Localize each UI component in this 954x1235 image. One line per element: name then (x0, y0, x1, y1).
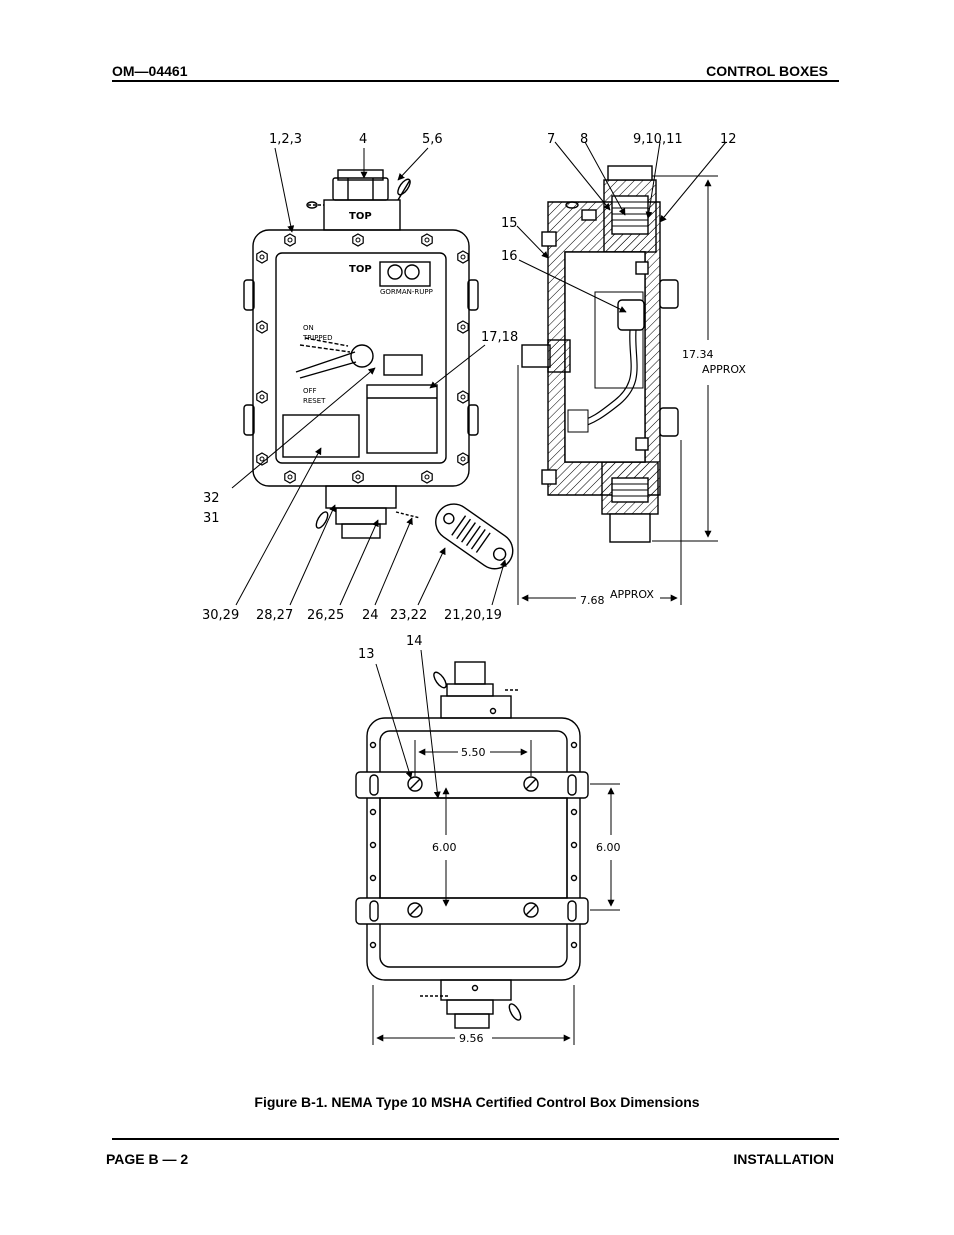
callout-28-27: 28,27 (256, 608, 293, 623)
callout-12: 12 (720, 132, 737, 147)
callout-16: 16 (501, 249, 518, 264)
front-view-leaders (231, 147, 507, 606)
width-dimension-value: 7.68 (580, 594, 605, 607)
callout-4: 4 (359, 132, 367, 147)
callout-32: 32 (203, 491, 220, 506)
figure-caption: Figure B-1. NEMA Type 10 MSHA Certified … (254, 1094, 700, 1110)
callout-31: 31 (203, 511, 220, 526)
callout-1-2-3: 1,2,3 (269, 132, 302, 147)
header-rule (112, 80, 839, 82)
callout-30-29: 30,29 (202, 608, 239, 623)
switch-on-label: ON (303, 324, 314, 332)
footer-rule (112, 1138, 839, 1140)
hub-top-label: TOP (349, 211, 372, 222)
cover-top-label: TOP (349, 264, 372, 275)
callout-7: 7 (547, 132, 555, 147)
side-view-dimensions (516, 141, 727, 605)
section-title: CONTROL BOXES (706, 63, 828, 79)
callout-14: 14 (406, 634, 423, 649)
height-dimension-value: 17.34 (682, 348, 714, 361)
outer-height-dimension: 6.00 (596, 841, 621, 854)
rear-view-dimensions (372, 649, 620, 1045)
width-dimension: 9.56 (459, 1032, 484, 1045)
callout-21-20-19: 21,20,19 (444, 608, 502, 623)
callout-13: 13 (358, 647, 375, 662)
rear-view (355, 661, 589, 1029)
callout-8: 8 (580, 132, 588, 147)
height-dimension-note: APPROX (702, 363, 746, 376)
inner-height-dimension: 6.00 (432, 841, 457, 854)
logo-text: GORMAN-RUPP (380, 288, 433, 296)
bolt-spacing-dimension: 5.50 (461, 746, 486, 759)
callout-23-22: 23,22 (390, 608, 427, 623)
callout-17-18: 17,18 (481, 330, 518, 345)
switch-reset-label: RESET (303, 397, 326, 405)
doc-number: OM—04461 (112, 63, 188, 79)
front-view (243, 169, 514, 570)
switch-off-label: OFF (303, 387, 317, 395)
callout-5-6: 5,6 (422, 132, 443, 147)
page-number: PAGE B — 2 (106, 1151, 189, 1167)
callout-24: 24 (362, 608, 379, 623)
chapter-title: INSTALLATION (733, 1151, 834, 1167)
side-view (521, 165, 679, 543)
callout-15: 15 (501, 216, 518, 231)
callout-26-25: 26,25 (307, 608, 344, 623)
width-dimension-note: APPROX (610, 588, 654, 601)
callout-9-10-11: 9,10,11 (633, 132, 683, 147)
switch-tripped-label: TRIPPED (302, 334, 332, 342)
